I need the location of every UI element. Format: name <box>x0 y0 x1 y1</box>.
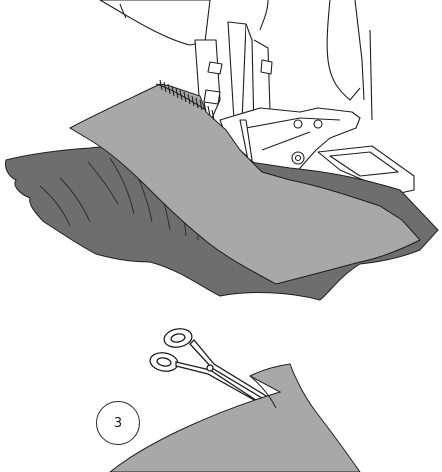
overlock-stitches <box>155 79 215 121</box>
top-fabric <box>68 83 421 285</box>
serger-machine <box>99 0 415 195</box>
scissors-icon <box>149 328 278 411</box>
cut-fabric <box>109 363 361 472</box>
step-number-badge: 3 <box>96 401 140 445</box>
step-number: 3 <box>113 415 123 431</box>
